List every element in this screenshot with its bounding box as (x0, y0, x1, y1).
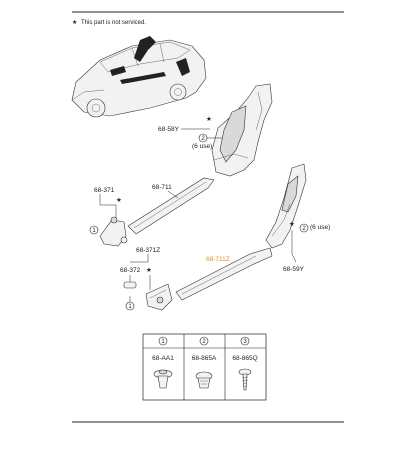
center-pillar-qty: (6 use) (310, 224, 330, 231)
bracket-parts (123, 281, 173, 311)
rear-sill-label: 68-711Z (206, 256, 230, 263)
table-code-2: 68-865A (192, 355, 217, 362)
screw-fastener (238, 368, 252, 391)
kick-panel-z-label: 68-371Z (136, 247, 160, 254)
center-pillar-trim (265, 163, 307, 249)
rear-pillar-qty: (6 use) (192, 143, 212, 150)
rear-pillar-trim (211, 83, 273, 177)
bracket-star: ★ (146, 266, 152, 274)
table-code-3: 68-865Q (232, 355, 257, 362)
note-text: This part is not serviced. (81, 20, 146, 26)
kick-panel-callout: 1 (92, 228, 96, 234)
kick-panel-star: ★ (116, 196, 122, 204)
rear-pillar-callout: 2 (201, 136, 205, 142)
table-header-3: 3 (243, 339, 247, 345)
front-sill-trim (127, 177, 215, 235)
front-sill-label: 68-711 (152, 184, 172, 191)
table-header-1: 1 (161, 339, 165, 345)
table-code-1: 68-AA1 (152, 355, 174, 362)
note-star: ★ (72, 19, 77, 26)
rear-pillar-star: ★ (206, 115, 212, 123)
push-clip-fastener (153, 369, 173, 389)
center-pillar-label: 68-59Y (283, 266, 305, 273)
vehicle-thumbnail (71, 36, 207, 118)
center-pillar-callout: 2 (302, 226, 306, 232)
kick-panel-label: 68-371 (94, 187, 115, 194)
rear-sill-trim (175, 247, 273, 301)
bracket-label: 68-372 (120, 267, 141, 274)
rear-pillar-label: 68-58Y (158, 126, 180, 133)
table-header-2: 2 (202, 339, 206, 345)
trim-clip-fastener (195, 371, 213, 389)
kick-panel-part (99, 216, 128, 247)
center-pillar-star: ★ (289, 220, 295, 228)
bracket-callout: 1 (128, 304, 132, 310)
